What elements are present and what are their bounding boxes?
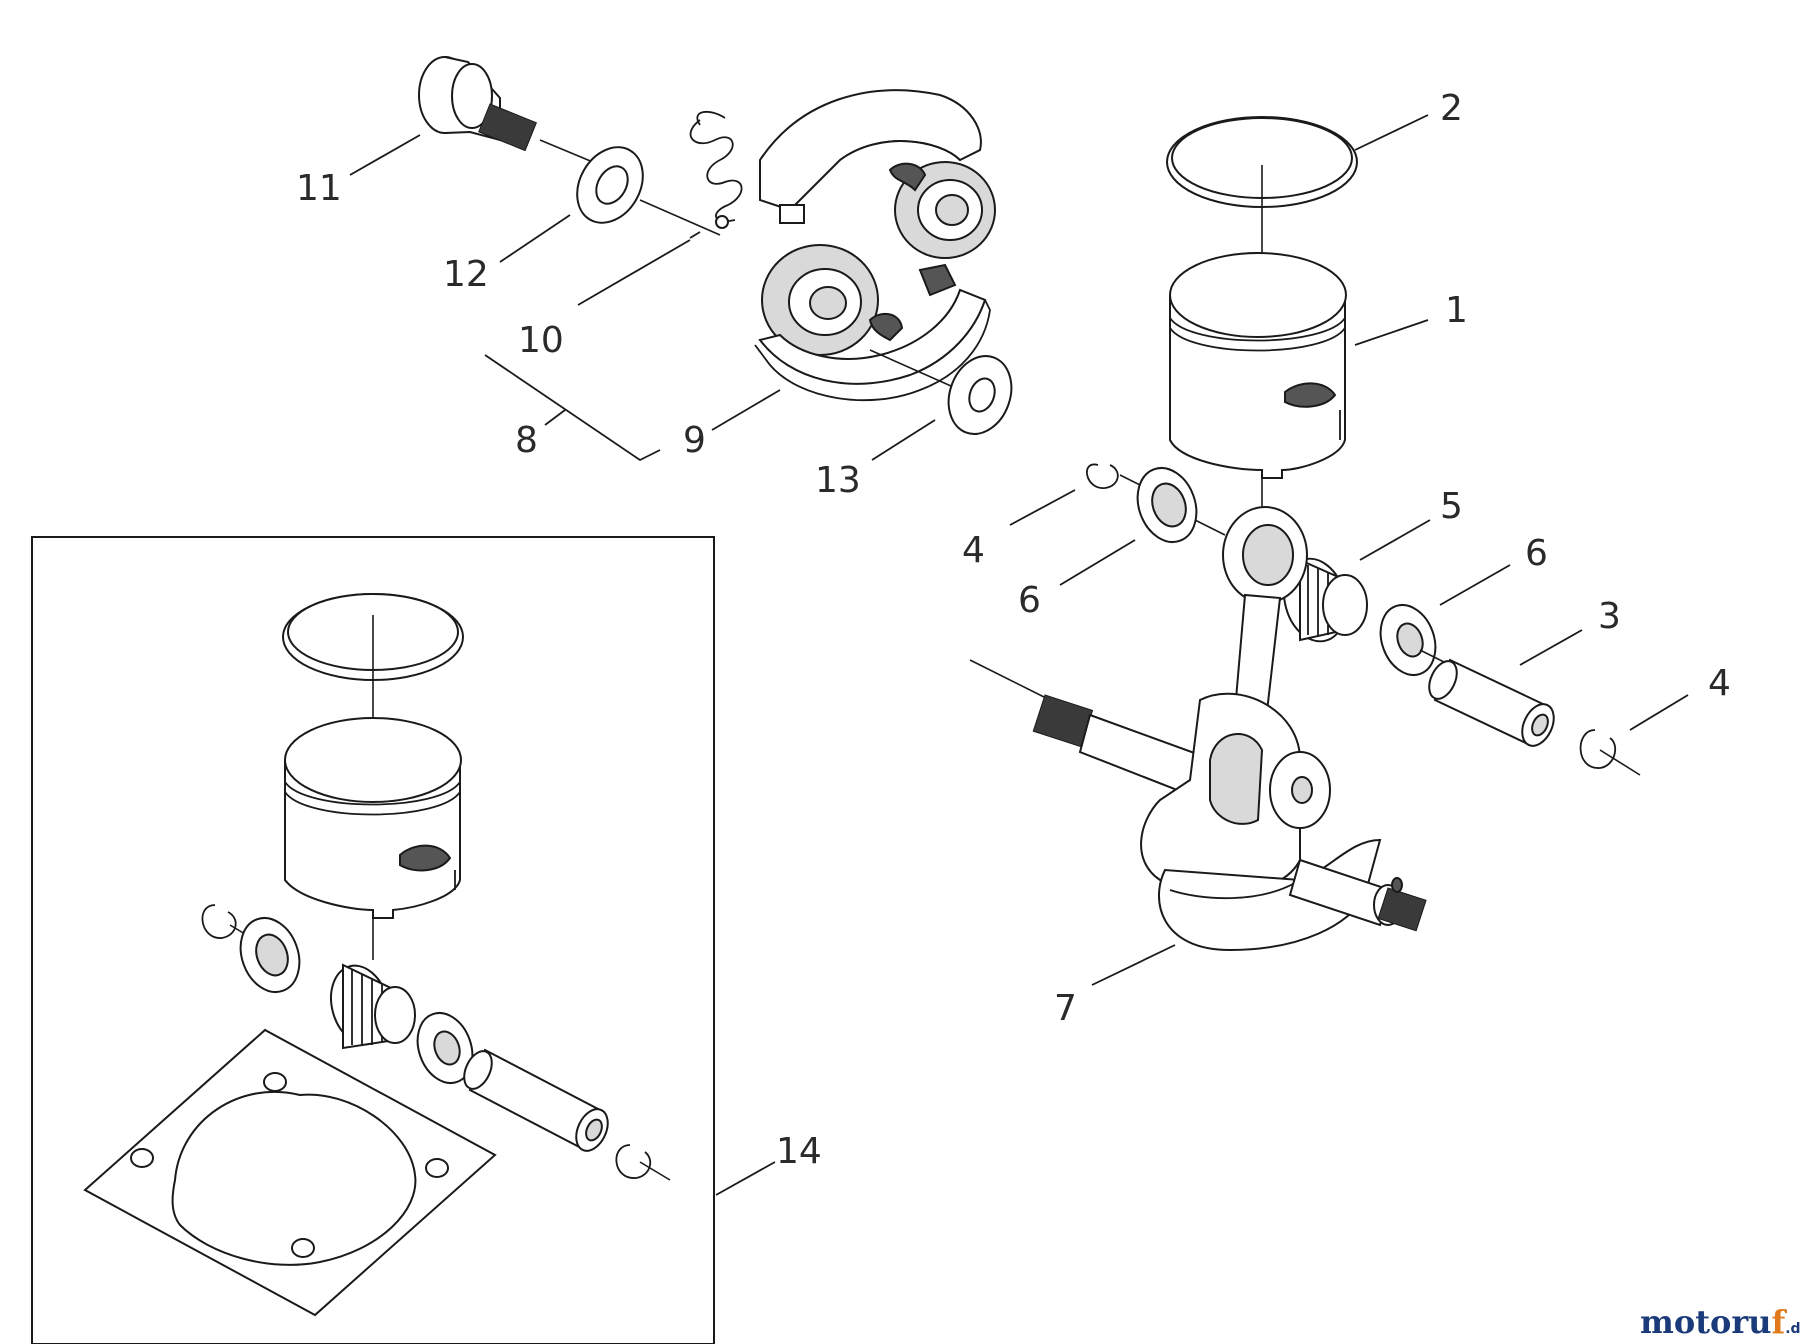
clutch-shoe-lower: [754, 244, 991, 402]
callout-9: 9: [683, 420, 706, 461]
callout-11: 11: [296, 168, 342, 209]
callout-6-right: 6: [1525, 533, 1548, 574]
callout-3: 3: [1598, 596, 1621, 637]
kit-piston-pin: [463, 1048, 609, 1152]
leader-12: [499, 214, 571, 263]
piston-pin-3: [1428, 658, 1555, 747]
leader-6-left: [1059, 539, 1136, 586]
callout-10: 10: [518, 320, 564, 361]
kit-piston: [284, 717, 462, 960]
callout-12: 12: [443, 254, 489, 295]
piston-ring: [1166, 116, 1358, 208]
leader-14: [715, 1161, 776, 1196]
callout-14: 14: [776, 1131, 822, 1172]
callout-2: 2: [1440, 88, 1463, 129]
callout-5: 5: [1440, 486, 1463, 527]
washer-6-left: [1136, 467, 1226, 543]
kit-washer-left: [239, 917, 301, 993]
washer-6-right: [1379, 604, 1451, 676]
kit-frame: [31, 536, 715, 1344]
leader-3: [1519, 629, 1583, 666]
leader-11: [349, 134, 421, 176]
leader-7: [1091, 944, 1176, 986]
callout-7: 7: [1054, 988, 1077, 1029]
kit-circlip-right: [615, 1144, 671, 1181]
circlip-4-right: [1579, 729, 1641, 776]
callout-1: 1: [1445, 290, 1468, 331]
leader-4-left: [1009, 489, 1076, 526]
callout-6-left: 6: [1018, 580, 1041, 621]
leader-4-right: [1629, 694, 1689, 731]
crankshaft: [969, 506, 1427, 952]
kit-washer-right: [416, 1012, 474, 1084]
clutch-shoe-upper: [759, 89, 996, 259]
svg-text:motoruf.de: motoruf.de: [1640, 1303, 1800, 1341]
leader-9: [711, 389, 781, 431]
leader-10: [577, 239, 691, 306]
leader-6-right: [1439, 564, 1511, 606]
bracket-8: [484, 354, 661, 462]
washer-12: [576, 146, 721, 236]
piston: [1169, 252, 1347, 515]
leader-1: [1354, 319, 1429, 346]
callout-4-right: 4: [1708, 663, 1731, 704]
watermark-logo: motoruf.de: [1640, 1303, 1800, 1341]
callout-13: 13: [815, 460, 861, 501]
leader-8: [544, 409, 566, 426]
callout-4-left: 4: [962, 530, 985, 571]
clutch-spring: [689, 110, 743, 229]
leader-2: [1354, 114, 1429, 151]
washer-13: [947, 355, 1013, 435]
kit-gasket: [83, 1028, 497, 1317]
leader-13: [871, 419, 936, 461]
leader-5: [1359, 519, 1431, 561]
kit-needle-bearing: [330, 963, 416, 1050]
clutch-bolt: [418, 56, 601, 166]
callout-8: 8: [515, 420, 538, 461]
